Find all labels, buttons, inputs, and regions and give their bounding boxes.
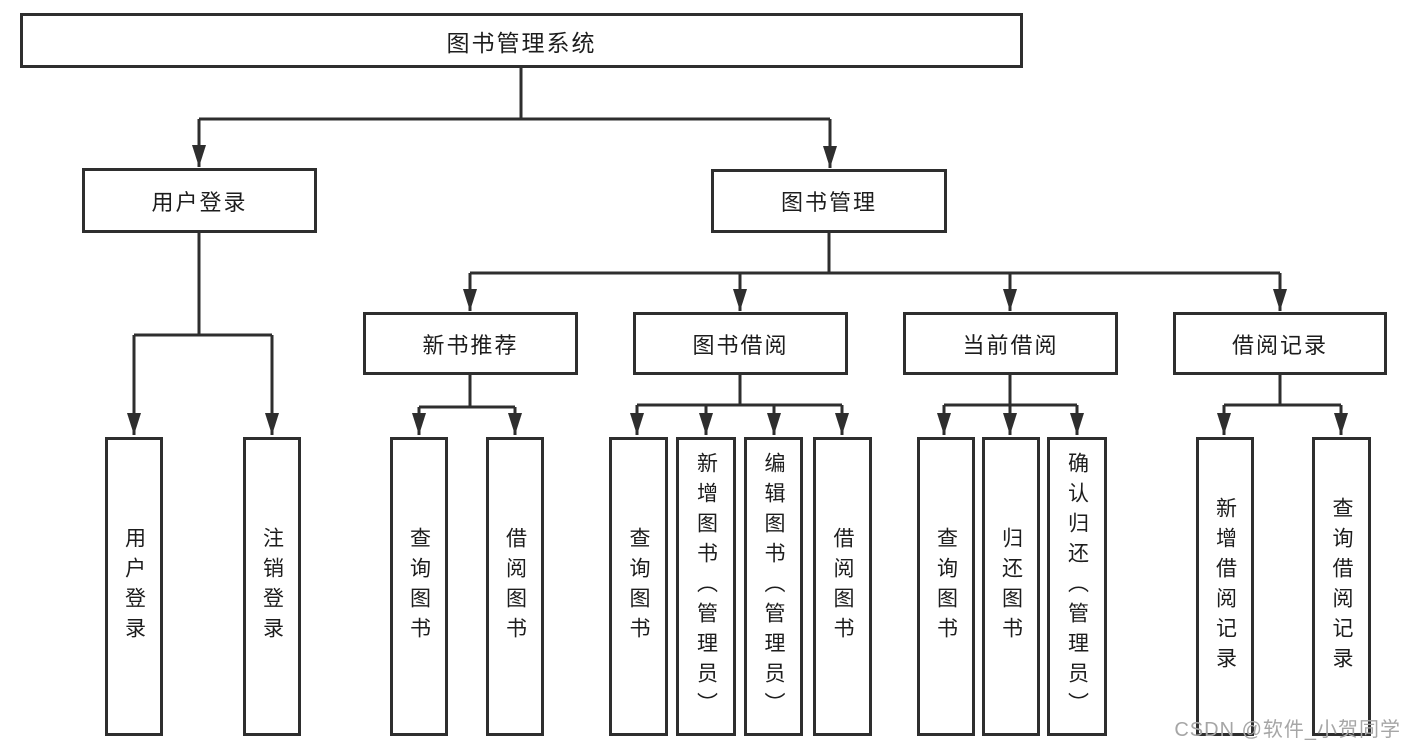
leaf-query-books-recommend: 查询图书: [390, 437, 448, 736]
leaf-query-books-borrowing: 查询图书: [609, 437, 668, 736]
leaf-query-books-current: 查询图书: [917, 437, 975, 736]
leaf-confirm-return-admin: 确认归还（管理员）: [1047, 437, 1107, 736]
connector-arrows: [127, 119, 1348, 435]
leaf-query-borrow-record: 查询借阅记录: [1312, 437, 1371, 736]
node-user-login: 用户登录: [82, 168, 317, 233]
node-new-book-recommendation: 新书推荐: [363, 312, 578, 375]
connector-line: [134, 68, 1341, 409]
leaf-add-borrow-record: 新增借阅记录: [1196, 437, 1254, 736]
leaf-borrow-books-recommend: 借阅图书: [486, 437, 544, 736]
leaf-logout: 注销登录: [243, 437, 301, 736]
node-borrowing-records: 借阅记录: [1173, 312, 1387, 375]
leaf-add-book-admin: 新增图书（管理员）: [676, 437, 736, 736]
node-library-management-system: 图书管理系统: [20, 13, 1023, 68]
node-book-management: 图书管理: [711, 169, 947, 233]
leaf-edit-book-admin: 编辑图书（管理员）: [744, 437, 803, 736]
leaf-return-book: 归还图书: [982, 437, 1040, 736]
node-current-borrowing: 当前借阅: [903, 312, 1118, 375]
watermark: CSDN @软件_小贺同学: [1174, 719, 1401, 741]
leaf-user-login: 用户登录: [105, 437, 163, 736]
leaf-borrow-books-borrowing: 借阅图书: [813, 437, 872, 736]
node-book-borrowing: 图书借阅: [633, 312, 848, 375]
